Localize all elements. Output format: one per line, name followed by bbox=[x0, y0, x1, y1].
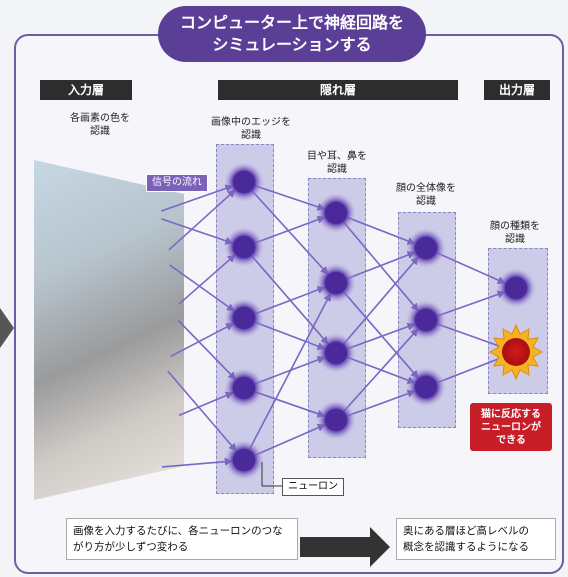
title-line-2: シミュレーションする bbox=[212, 35, 372, 54]
desc-line: 認識 bbox=[505, 234, 525, 245]
connection-edge bbox=[346, 389, 416, 417]
connection-edge bbox=[178, 254, 236, 305]
signal-flow-label: 信号の流れ bbox=[146, 174, 208, 192]
connection-edge bbox=[346, 322, 416, 350]
diagram-title: コンピューター上で神経回路を シミュレーションする bbox=[158, 6, 426, 62]
connection-edge bbox=[254, 286, 326, 315]
bottom-left-note: 画像を入力するたびに、各ニューロンのつな がり方が少しずつ変わる bbox=[66, 518, 298, 560]
connection-edge bbox=[177, 320, 237, 380]
note-line: 概念を認識するようになる bbox=[403, 541, 529, 553]
bottom-arrow-shape bbox=[300, 527, 390, 567]
input-layer-header: 入力層 bbox=[40, 80, 132, 100]
neuron bbox=[415, 237, 437, 259]
connection-edge bbox=[161, 457, 233, 468]
connection-edge bbox=[437, 290, 506, 317]
cat-photo bbox=[34, 160, 184, 500]
connection-edge bbox=[255, 185, 326, 211]
neuron-label: ニューロン bbox=[282, 478, 344, 496]
neuron bbox=[233, 236, 255, 258]
desc-line: 目や耳、鼻を bbox=[307, 151, 367, 162]
face-layer-description: 顔の全体像を 認識 bbox=[378, 182, 474, 208]
parts-layer-description: 目や耳、鼻を 認識 bbox=[292, 150, 382, 176]
connection-edge bbox=[161, 184, 234, 212]
connection-edge bbox=[343, 221, 419, 312]
neuron bbox=[325, 409, 347, 431]
connection-edge bbox=[254, 215, 326, 244]
hidden-layer-header: 隠れ層 bbox=[218, 80, 458, 100]
neuron bbox=[325, 202, 347, 224]
connection-edge bbox=[343, 291, 419, 379]
desc-line: 顔の種類を bbox=[490, 221, 540, 232]
desc-line: 各画素の色を bbox=[70, 113, 130, 124]
neuron bbox=[233, 307, 255, 329]
neuron bbox=[505, 277, 527, 299]
desc-line: 認識 bbox=[90, 126, 110, 137]
callout-line: できる bbox=[496, 434, 526, 446]
callout-line: 猫に反応する bbox=[481, 408, 541, 420]
note-line: がり方が少しずつ変わる bbox=[73, 541, 189, 553]
kind-layer-description: 顔の種類を 認識 bbox=[472, 220, 558, 246]
neurons bbox=[224, 162, 536, 480]
note-line: 奥にある層ほど高レベルの bbox=[403, 525, 529, 537]
connection-edge bbox=[167, 370, 237, 452]
note-line: 画像を入力するたびに、各ニューロンのつな bbox=[73, 525, 283, 537]
neuron bbox=[233, 449, 255, 471]
neuron bbox=[415, 376, 437, 398]
bottom-right-note: 奥にある層ほど高レベルの 概念を認識するようになる bbox=[396, 518, 556, 560]
desc-line: 画像中のエッジを bbox=[211, 117, 291, 128]
connection-edge bbox=[254, 321, 326, 350]
desc-line: 認識 bbox=[241, 130, 261, 141]
connection-edge bbox=[436, 252, 506, 284]
connection-edge bbox=[437, 323, 506, 350]
desc-line: 認識 bbox=[416, 196, 436, 207]
connection-edge bbox=[251, 190, 329, 275]
connection-edge bbox=[255, 391, 326, 418]
neuron bbox=[233, 377, 255, 399]
left-arrow-shape bbox=[0, 308, 14, 348]
neuron bbox=[415, 309, 437, 331]
neuron bbox=[325, 342, 347, 364]
connection-edge bbox=[254, 423, 326, 456]
desc-line: 顔の全体像を bbox=[396, 183, 456, 194]
connection-edge bbox=[343, 256, 419, 345]
title-line-1: コンピューター上で神経回路を bbox=[179, 13, 404, 32]
callout-line: ニューロンが bbox=[481, 421, 541, 433]
neuron bbox=[325, 272, 347, 294]
connection-edge bbox=[168, 189, 236, 251]
input-layer-description: 各画素の色を 認識 bbox=[50, 112, 150, 138]
edge-layer-description: 画像中のエッジを 認識 bbox=[196, 116, 306, 142]
connection-edge bbox=[343, 328, 419, 412]
active-neuron bbox=[502, 338, 530, 366]
output-layer-header: 出力層 bbox=[484, 80, 550, 100]
desc-line: 認識 bbox=[327, 164, 347, 175]
connection-edge bbox=[161, 218, 234, 245]
cat-neuron-callout: 猫に反応する ニューロンが できる bbox=[470, 403, 552, 451]
connection-edge bbox=[169, 264, 235, 312]
neuron bbox=[233, 171, 255, 193]
connection-edges bbox=[161, 184, 506, 468]
connection-edge bbox=[436, 355, 506, 384]
connection-edge bbox=[346, 251, 416, 280]
connection-edge bbox=[248, 292, 332, 450]
connection-edge bbox=[178, 391, 234, 417]
connection-edge bbox=[170, 322, 235, 358]
connection-edge bbox=[346, 216, 416, 245]
